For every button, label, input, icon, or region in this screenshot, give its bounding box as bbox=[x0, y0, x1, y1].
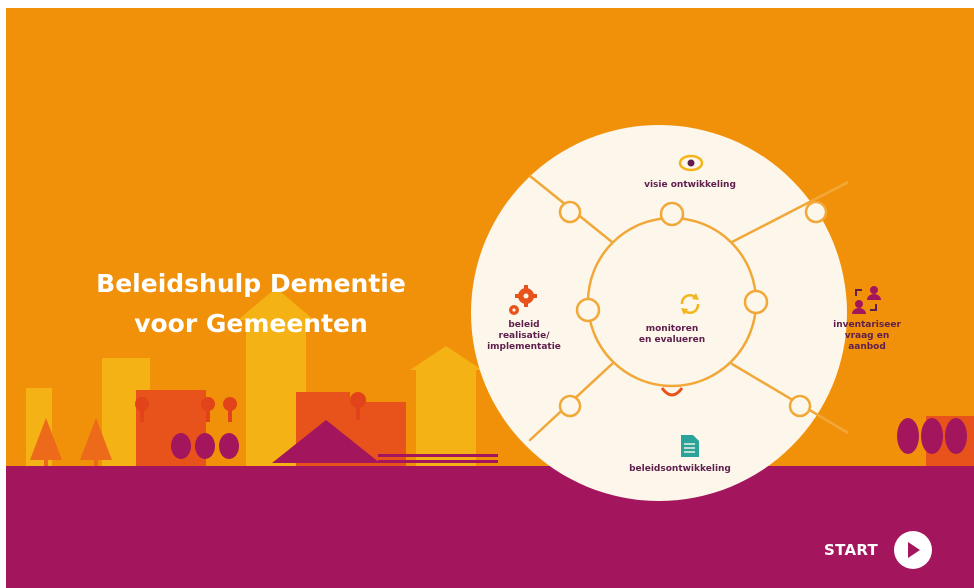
segment-label: beleidsontwikkeling bbox=[629, 464, 731, 474]
page-title: Beleidshulp Dementie voor Gemeenten bbox=[46, 264, 456, 344]
cycle-arrows-icon bbox=[676, 290, 704, 322]
intro-screen: Beleidshulp Dementie voor Gemeenten bbox=[6, 8, 974, 588]
skyline-illustration bbox=[6, 288, 974, 588]
segment-beleid-realisatie[interactable]: beleid realisatie/ implementatie bbox=[478, 320, 570, 353]
play-icon[interactable] bbox=[894, 531, 933, 569]
segment-label-line-1: monitoren bbox=[645, 324, 699, 334]
segment-label-line-1: inventariseer bbox=[833, 320, 901, 330]
eye-icon bbox=[678, 154, 704, 176]
segment-label-line-3: aanbod bbox=[848, 342, 886, 352]
start-label: START bbox=[824, 541, 879, 559]
start-button[interactable]: START bbox=[824, 528, 974, 572]
gears-icon bbox=[502, 284, 542, 322]
puzzle-wheel: visie ontwikkeling monitoren en evaluere… bbox=[470, 124, 901, 502]
title-line-2: voor Gemeenten bbox=[134, 309, 368, 338]
puzzle-wheel-graphic bbox=[471, 125, 848, 501]
people-exchange-icon bbox=[850, 284, 884, 320]
segment-label-line-2: en evalueren bbox=[638, 335, 706, 345]
title-line-1: Beleidshulp Dementie bbox=[96, 269, 406, 298]
segment-label: visie ontwikkeling bbox=[644, 180, 736, 190]
segment-label-line-2: vraag en bbox=[844, 331, 890, 341]
segment-visie-ontwikkeling[interactable]: visie ontwikkeling bbox=[630, 180, 750, 191]
segment-beleidsontwikkeling[interactable]: beleidsontwikkeling bbox=[620, 464, 740, 475]
document-icon bbox=[680, 434, 700, 462]
segment-label-line-2: realisatie/ bbox=[498, 331, 550, 341]
segment-inventariseer[interactable]: inventariseer vraag en aanbod bbox=[822, 320, 912, 353]
segment-monitoren[interactable]: monitoren en evalueren bbox=[632, 324, 712, 346]
segment-label-line-1: beleid bbox=[508, 320, 540, 330]
segment-label-line-3: implementatie bbox=[487, 342, 561, 352]
